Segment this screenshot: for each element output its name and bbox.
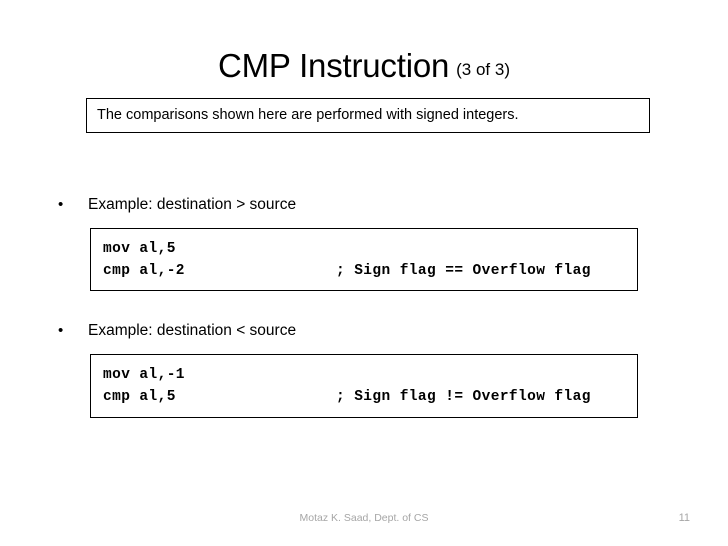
code-block-2: mov al,-1 cmp al,5 ; Sign flag != Overflo… xyxy=(90,354,638,418)
code-block-1: mov al,5 cmp al,-2 ; Sign flag == Overflo… xyxy=(90,228,638,291)
footer-author: Motaz K. Saad, Dept. of CS xyxy=(299,512,429,524)
code-comment: ; Sign flag == Overflow flag xyxy=(336,263,591,279)
bullet-dot-icon: • xyxy=(58,322,64,339)
code-instruction: cmp al,5 xyxy=(103,389,176,405)
page-title: CMP Instruction (3 of 3) xyxy=(0,47,728,85)
page-title-suffix: (3 of 3) xyxy=(456,60,510,79)
code-instruction: cmp al,-2 xyxy=(103,263,185,279)
bullet-label-2: Example: destination < source xyxy=(88,322,297,339)
note-callout-text: The comparisons shown here are performed… xyxy=(97,106,519,123)
code-line: mov al,-1 xyxy=(103,364,637,386)
code-line: cmp al,5 ; Sign flag != Overflow flag xyxy=(103,386,637,408)
bullet-item-1: • Example: destination > source xyxy=(58,196,658,214)
bullet-item-2: • Example: destination < source xyxy=(58,322,658,340)
bullet-label-1: Example: destination > source xyxy=(88,196,297,213)
code-instruction: mov al,-1 xyxy=(103,367,185,383)
footer-page-number: 11 xyxy=(678,512,690,524)
code-comment: ; Sign flag != Overflow flag xyxy=(336,389,591,405)
code-instruction: mov al,5 xyxy=(103,241,176,257)
bullet-dot-icon: • xyxy=(58,196,64,213)
code-line: mov al,5 xyxy=(103,238,637,260)
page-title-main: CMP Instruction xyxy=(217,47,450,84)
note-callout-box: The comparisons shown here are performed… xyxy=(86,98,650,133)
code-line: cmp al,-2 ; Sign flag == Overflow flag xyxy=(103,260,637,282)
